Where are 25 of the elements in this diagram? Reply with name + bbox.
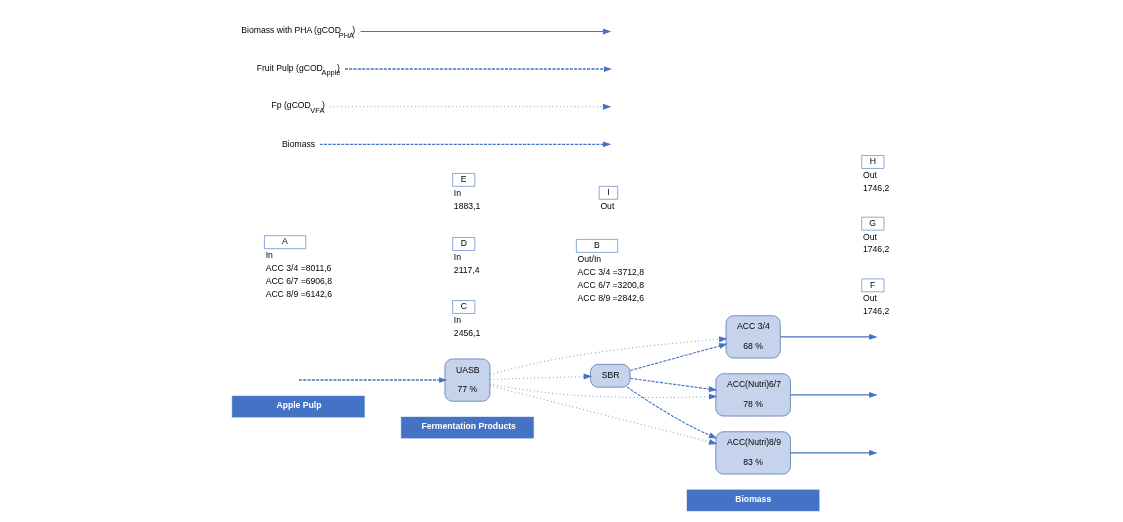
node-label: Out (862, 169, 877, 180)
node-label: 1746,2 (862, 182, 889, 193)
legend-label: Fruit Pulp (gCOD$_{Apple}$) (256, 62, 340, 78)
node-label: In (453, 251, 461, 262)
legend-label: Biomass with PHA (gCOD$_{PHA}$) (240, 25, 355, 40)
node-label: 1746,2 (862, 244, 889, 255)
node-label: In (265, 250, 273, 261)
node-label: In (453, 187, 461, 198)
node-label: Out/In (577, 253, 601, 264)
node-label: ACC 3/4 =8011,6 (265, 263, 331, 273)
legend-label: Biomass (281, 138, 315, 149)
node-label: ACC 6/7 =6906,8 (265, 275, 332, 286)
node-label: ACC 3/4 =3712,8 (577, 266, 644, 277)
node-label: 1883,1 (453, 200, 480, 211)
node-label: Out (862, 293, 877, 304)
node-label: Out (599, 200, 614, 211)
legend-label: Fp (gCOD$_{VFA}$) (271, 100, 325, 115)
node-label: ACC 8/9 =6142,6 (265, 288, 332, 299)
node-label: Out (862, 231, 877, 242)
node-label: ACC 8/9 =2842,6 (577, 292, 644, 303)
node-label: ACC 6/7 =3200,8 (577, 279, 644, 290)
node-label: 1746,2 (862, 306, 889, 317)
node-label: 2117,4 (453, 264, 480, 275)
node-label: In (453, 314, 461, 325)
node-label: 2456,1 (453, 327, 480, 338)
